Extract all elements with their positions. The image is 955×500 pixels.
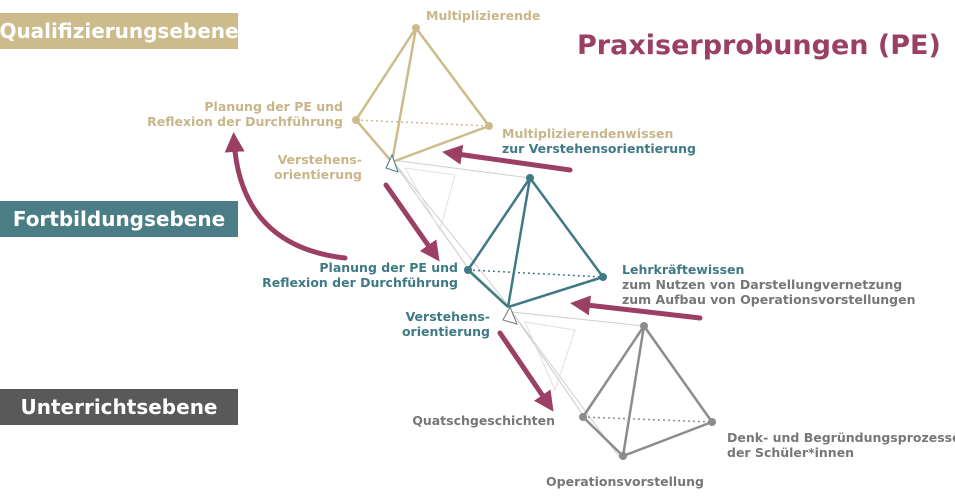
- top-left-label: Planung der PE und Reflexion der Durchfü…: [147, 99, 343, 129]
- middle-bottom-label: Verstehens- orientierung: [401, 309, 490, 339]
- tetrahedron-top: [354, 27, 491, 164]
- faint-connector-bottom: [510, 311, 645, 459]
- arrows: [224, 132, 703, 412]
- tetrahedron-bottom-nodes: [579, 322, 716, 460]
- tetrahedron-top-nodes: [352, 24, 493, 130]
- level-label-training: Fortbildungsebene: [0, 201, 238, 237]
- top-bottom-label: Verstehens- orientierung: [273, 152, 362, 182]
- faint-inner-shapes: [404, 167, 576, 392]
- middle-right-label: Lehrkräftewissen zum Nutzen von Darstell…: [622, 262, 916, 307]
- bottom-left-label: Quatschgeschichten: [412, 413, 555, 428]
- top-right-label: Multiplizierendenwissen zur Verstehensor…: [502, 126, 696, 156]
- diagram-title: Praxiserprobungen (PE): [577, 30, 941, 61]
- arrow-in-top: [442, 144, 573, 173]
- arrow-down-middle: [497, 330, 554, 412]
- level-label-qualification: Qualifizierungsebene: [0, 13, 239, 49]
- tetrahedron-middle-nodes: [464, 174, 607, 281]
- mini-tetrahedron-top: [385, 153, 399, 173]
- tetrahedron-bottom: [581, 325, 714, 458]
- bottom-right-label: Denk- und Begründungsprozesse der Schüle…: [727, 430, 955, 460]
- bottom-bottom-label: Operationsvorstellung: [546, 474, 704, 489]
- level-label-classroom: Unterrichtsebene: [0, 389, 238, 425]
- arrow-down-top: [383, 182, 440, 262]
- middle-left-label: Planung der PE und Reflexion der Durchfü…: [262, 260, 458, 290]
- tetrahedron-middle: [466, 177, 605, 309]
- mini-tetrahedron-middle: [502, 305, 518, 325]
- arrow-curve-up: [224, 132, 348, 261]
- arrow-in-middle: [570, 295, 703, 321]
- top-apex-label: Multiplizierende: [426, 8, 541, 23]
